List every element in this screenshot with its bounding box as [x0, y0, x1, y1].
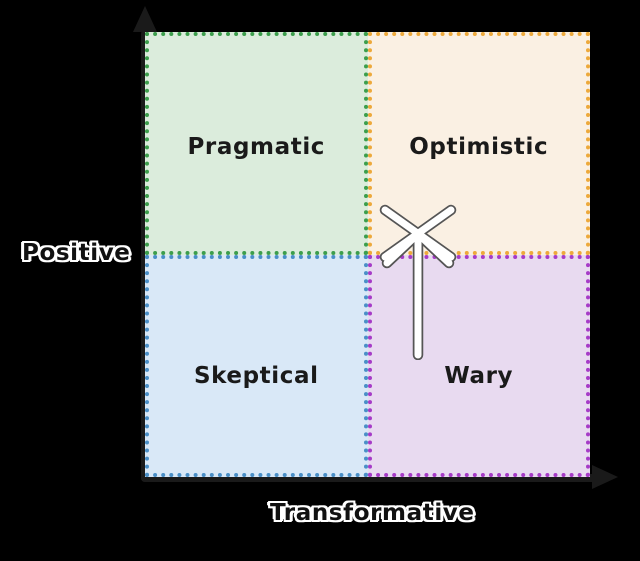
quadrant-optimistic-label: Optimistic: [409, 134, 549, 160]
x-axis-title: Transformative: [270, 500, 475, 526]
y-axis-title: Positive: [22, 240, 131, 266]
quadrant-wary-label: Wary: [444, 362, 514, 389]
quadrant-optimistic[interactable]: Optimistic: [367, 32, 590, 255]
quadrant-grid: Pragmatic Optimistic Skeptical Wary: [145, 32, 590, 477]
quadrant-skeptical[interactable]: Skeptical: [145, 254, 368, 477]
quadrant-pragmatic-label: Pragmatic: [187, 134, 326, 160]
quadrant-skeptical-label: Skeptical: [193, 362, 319, 389]
quadrant-wary[interactable]: Wary: [367, 254, 590, 477]
quadrant-pragmatic[interactable]: Pragmatic: [145, 32, 368, 255]
x-axis-line: [141, 474, 601, 482]
right-arrow-icon: [592, 465, 618, 489]
up-arrow-icon: [133, 6, 157, 32]
